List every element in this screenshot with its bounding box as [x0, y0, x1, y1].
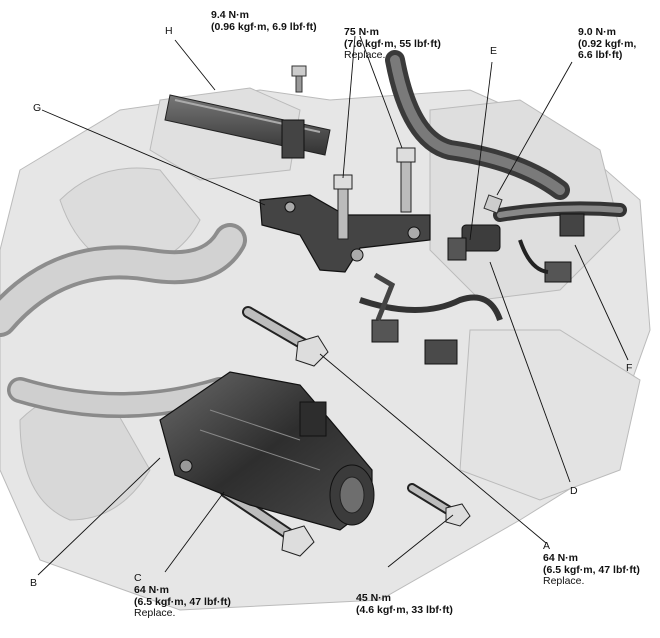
torque-callout-c: 64 N·m (6.5 kgf·m, 47 lbf·ft) Replace. — [134, 584, 231, 620]
torque-callout-e: 9.0 N·m (0.92 kgf·m, 6.6 lbf·ft) — [578, 26, 637, 62]
torque-callout-a: 64 N·m (6.5 kgf·m, 47 lbf·ft) Replace. — [543, 552, 640, 588]
coolant-hoses — [0, 50, 627, 418]
part-label-c: C — [134, 572, 142, 584]
connector-f — [518, 213, 585, 283]
wiring-harness — [359, 272, 503, 365]
torque-callout-lower: 45 N·m (4.6 kgf·m, 33 lbf·ft) — [356, 592, 453, 616]
torque-value: 9.4 N·m — [211, 9, 249, 21]
part-label-f: F — [626, 362, 633, 374]
bolts-g — [333, 147, 416, 240]
torque-value: 64 N·m — [543, 552, 579, 564]
torque-note: Replace. — [543, 575, 585, 587]
part-label-g: G — [33, 102, 42, 114]
torque-conversion-2: 6.6 lbf·ft) — [578, 49, 623, 61]
part-label-a: A — [543, 540, 551, 552]
part-label-e: E — [490, 45, 498, 57]
torque-conversion: (4.6 kgf·m, 33 lbf·ft) — [356, 603, 453, 616]
bolt-h — [291, 65, 307, 93]
harness-bracket-h — [164, 94, 331, 159]
torque-conversion: (0.92 kgf·m, — [578, 37, 637, 50]
torque-conversion: (6.5 kgf·m, 47 lbf·ft) — [134, 595, 231, 608]
part-label-h: H — [165, 25, 173, 37]
leader-lines — [37, 35, 629, 576]
starter-motor — [159, 371, 375, 531]
torque-callout-h: 9.4 N·m (0.96 kgf·m, 6.9 lbf·ft) — [211, 9, 317, 33]
torque-conversion: (7.6 kgf·m, 55 lbf·ft) — [344, 37, 441, 50]
torque-value: 64 N·m — [134, 584, 170, 596]
torque-value: 45 N·m — [356, 592, 392, 604]
torque-note: Replace. — [344, 49, 386, 61]
part-label-d: D — [570, 485, 578, 497]
torque-conversion: (0.96 kgf·m, 6.9 lbf·ft) — [211, 20, 317, 33]
torque-callout-g: 75 N·m (7.6 kgf·m, 55 lbf·ft) Replace. — [344, 26, 441, 62]
torque-conversion: (6.5 kgf·m, 47 lbf·ft) — [543, 563, 640, 576]
part-label-b: B — [30, 577, 38, 589]
torque-note: Replace. — [134, 607, 176, 619]
torque-value: 9.0 N·m — [578, 26, 616, 38]
torque-value: 75 N·m — [344, 26, 380, 38]
